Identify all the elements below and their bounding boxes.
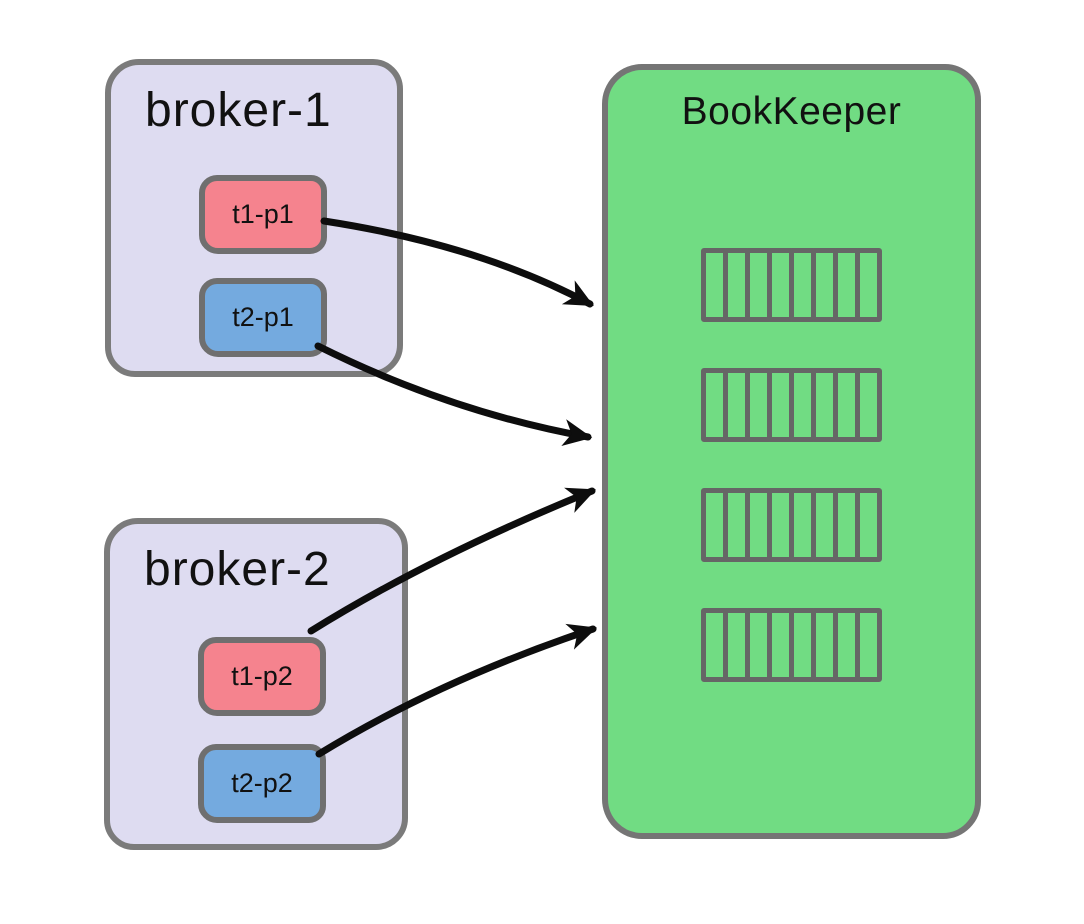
partition-t1-p2-label: t1-p2: [231, 661, 293, 691]
ledger-segment: [855, 488, 882, 562]
ledger-segment: [855, 368, 882, 442]
partition-t1-p2: t1-p2: [198, 637, 326, 716]
bookkeeper-box: BookKeeper: [602, 64, 981, 839]
partition-t2-p2-label: t2-p2: [231, 768, 293, 798]
broker-1-title: broker-1: [145, 84, 332, 137]
ledger-row: [701, 608, 882, 682]
ledger-rows: [608, 248, 975, 682]
partition-t2-p2: t2-p2: [198, 744, 326, 823]
broker-1-box: broker-1 t1-p1 t2-p1: [105, 59, 403, 377]
broker-2-title: broker-2: [144, 543, 331, 596]
ledger-segment: [855, 248, 882, 322]
bookkeeper-title: BookKeeper: [681, 90, 902, 133]
partition-t2-p1: t2-p1: [199, 278, 327, 357]
broker-2-box: broker-2 t1-p2 t2-p2: [104, 518, 408, 850]
ledger-segment: [855, 608, 882, 682]
ledger-row: [701, 248, 882, 322]
ledger-row: [701, 368, 882, 442]
partition-t1-p1: t1-p1: [199, 175, 327, 254]
partition-t2-p1-label: t2-p1: [232, 302, 294, 332]
ledger-row: [701, 488, 882, 562]
partition-t1-p1-label: t1-p1: [232, 199, 294, 229]
